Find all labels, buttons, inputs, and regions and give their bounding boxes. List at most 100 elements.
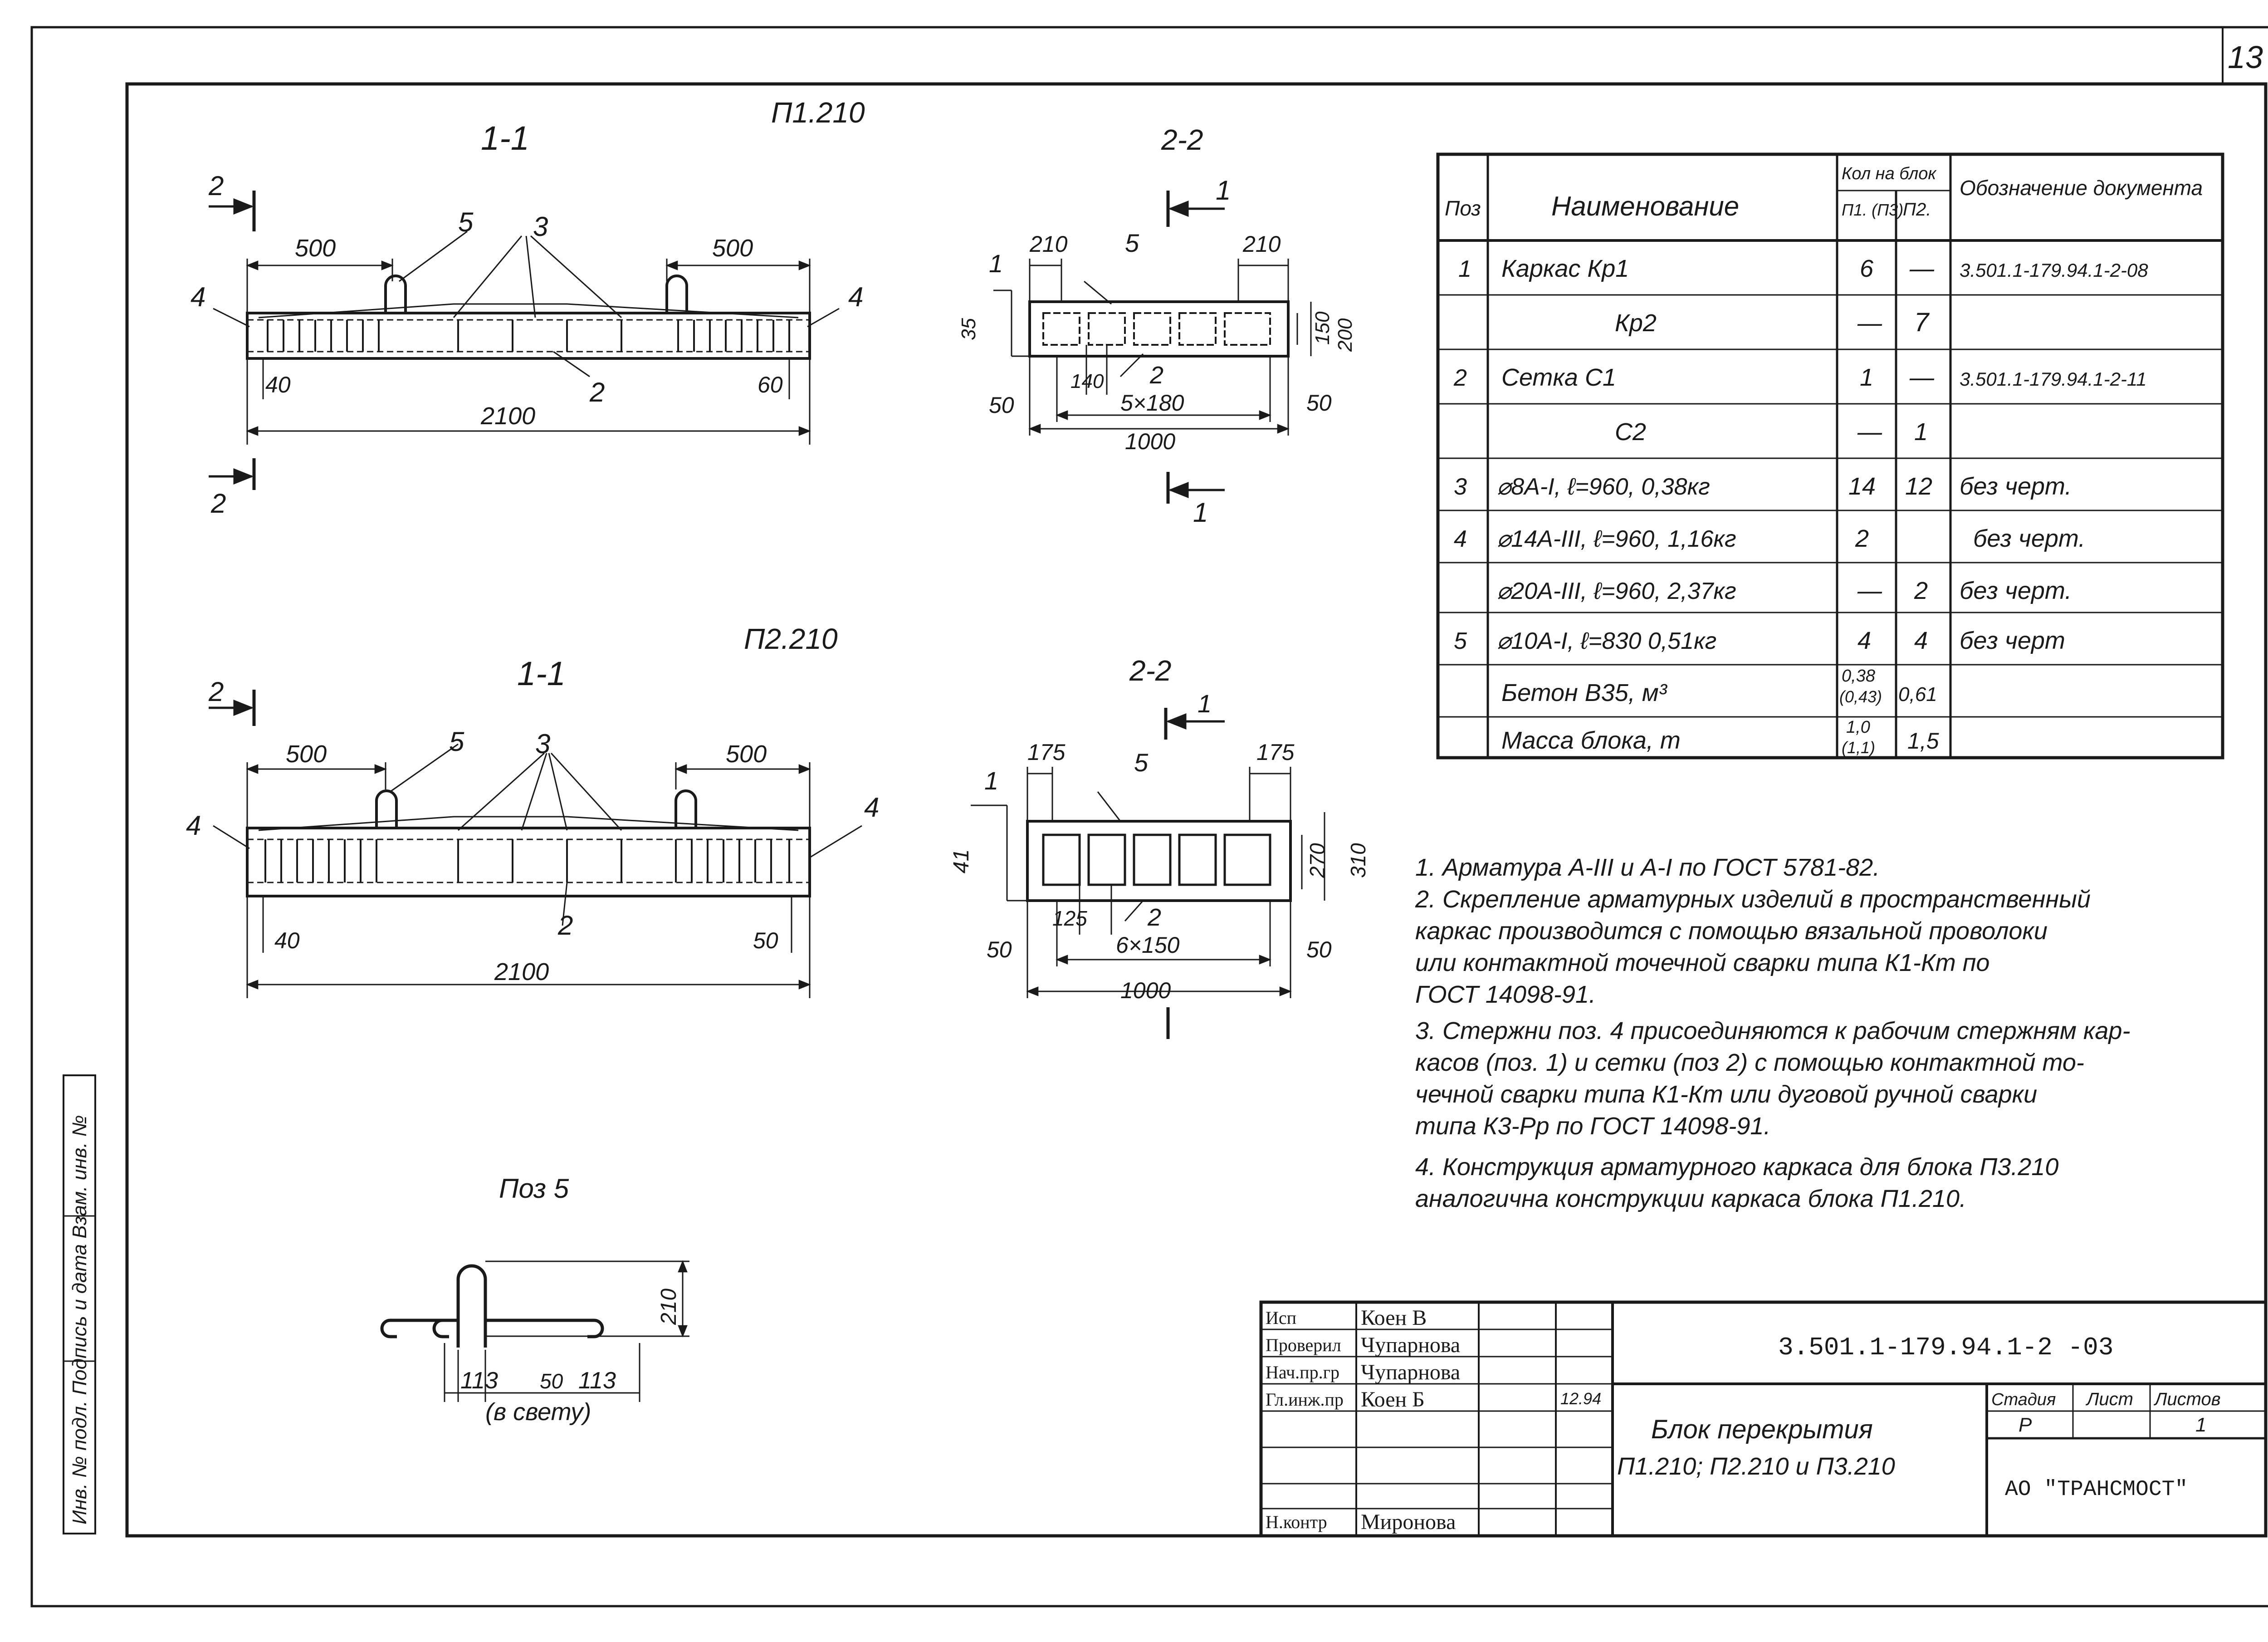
p2-section-2-2-labels: 2-2 1 175 5 175 1 41 270 310 125 2 6×150…: [949, 654, 1370, 1003]
note-line: аналогична конструкции каркаса блока П1.…: [1415, 1185, 1966, 1212]
detail-note: (в свету): [485, 1398, 591, 1426]
spec-cell-name: Каркас Кр1: [1501, 255, 1629, 282]
p2s-dim-175-right: 175: [1256, 740, 1295, 765]
detail-pos5: [380, 1260, 689, 1402]
note-line: каркас производится с помощью вязальной …: [1415, 917, 2048, 945]
p1s-dim-200: 200: [1334, 318, 1356, 352]
spec-cell-pos: 5: [1454, 628, 1467, 654]
p1-cut-mark-top: 2: [208, 171, 224, 201]
tb-name: Коен В: [1361, 1306, 1427, 1330]
p1s-dim-50-right: 50: [1306, 390, 1332, 416]
p1-dim-60: 60: [758, 372, 783, 397]
note-line: касов (поз. 1) и сетки (поз 2) с помощью…: [1415, 1049, 2084, 1076]
tb-organization: АО "ТРАНСМОСТ": [2005, 1477, 2188, 1502]
note-line: 3. Стержни поз. 4 присоединяются к рабоч…: [1415, 1017, 2130, 1044]
spec-row: 1 Каркас Кр1 6 — 3.501.1-179.94.1-2-08: [1458, 255, 2148, 282]
p2s-dim-175-left: 175: [1027, 740, 1066, 765]
p2-pos4-right: 4: [864, 792, 879, 823]
p2-pos5: 5: [449, 726, 464, 757]
tb-role: Исп: [1266, 1308, 1296, 1328]
p1s-dim-5x180: 5×180: [1120, 390, 1184, 416]
p1-pos3: 3: [533, 211, 548, 242]
note-line: 1. Арматура А-III и А-I по ГОСТ 5781-82.: [1415, 854, 1880, 881]
p2s-dim-125: 125: [1052, 907, 1087, 930]
tb-sheet-label: Лист: [2085, 1389, 2133, 1409]
p1-pos4-right: 4: [848, 282, 863, 312]
spec-row: 3 ⌀8A-I, ℓ=960, 0,38кг 14 12 без черт.: [1454, 473, 2072, 500]
spec-cell-p1: 1: [1860, 364, 1873, 391]
p2s-dim-6x150: 6×150: [1116, 932, 1180, 958]
p1-dim-2100: 2100: [480, 402, 535, 430]
spec-row: Масса блока, т 1,0 (1,1) 1,5: [1501, 718, 1939, 757]
note-line: ГОСТ 14098-91.: [1415, 981, 1596, 1008]
p1-pos5: 5: [458, 207, 474, 237]
spec-row: Бетон В35, м³ 0,38 (0,43) 0,61: [1501, 667, 1937, 706]
spec-cell-doc: 3.501.1-179.94.1-2-11: [1960, 368, 2147, 390]
p2s-pos5: 5: [1134, 748, 1149, 777]
p1-dim-500-right: 500: [712, 235, 753, 262]
p1-section-2-2: [993, 191, 1312, 504]
tb-role: Нач.пр.гр: [1266, 1362, 1339, 1382]
spec-cell-p1: 0,38: [1842, 667, 1875, 686]
spec-cell-p2: 1,5: [1907, 728, 1939, 754]
spec-cell-p2: 1: [1914, 418, 1928, 446]
spec-row: ⌀20A-III, ℓ=960, 2,37кг — 2 без черт.: [1497, 577, 2072, 604]
spec-cell-name: ⌀20A-III, ℓ=960, 2,37кг: [1497, 578, 1736, 604]
detail-pos5-labels: Поз 5 210 113 50 113 (в свету): [460, 1173, 681, 1426]
spec-cell-doc: без черт.: [1973, 525, 2085, 552]
spec-header-p1: П1. (П3): [1842, 201, 1903, 219]
p1-dim-40: 40: [265, 372, 291, 397]
p1s-dim-150: 150: [1311, 311, 1334, 345]
tb-title-line2: П1.210; П2.210 и П3.210: [1617, 1453, 1895, 1480]
p2-dim-500-right: 500: [726, 740, 767, 768]
spec-header-doc: Обозначение документа: [1960, 176, 2203, 200]
p1s-cut-top: 1: [1216, 175, 1231, 206]
spec-cell-p1: 6: [1860, 255, 1874, 282]
p1s-cut-bottom: 1: [1193, 497, 1208, 528]
sheet-frame: [30, 26, 2268, 1608]
tb-title-line1: Блок перекрытия: [1651, 1415, 1873, 1444]
p1-section-label: 1-1: [481, 119, 529, 157]
p2-cut-mark: 2: [208, 676, 224, 707]
p2s-dim-50-left: 50: [987, 937, 1012, 962]
spec-cell-doc: без черт: [1960, 627, 2065, 654]
spec-cell-name: ⌀10A-I, ℓ=830 0,51кг: [1497, 628, 1716, 654]
tb-stage: Р: [2019, 1414, 2032, 1436]
p2-dim-500-left: 500: [286, 740, 327, 768]
tb-stage-label: Стадия: [1991, 1390, 2056, 1409]
spec-cell-p1: 14: [1848, 473, 1876, 500]
detail-title: Поз 5: [499, 1173, 569, 1204]
page-number: 13: [2228, 39, 2263, 75]
spec-cell-name: ⌀14A-III, ℓ=960, 1,16кг: [1497, 526, 1736, 552]
tb-role: Н.контр: [1266, 1512, 1327, 1532]
tb-role: Проверил: [1266, 1335, 1341, 1355]
spec-header-pos: Поз: [1445, 196, 1481, 220]
spec-cell-name: Масса блока, т: [1501, 727, 1681, 754]
p2s-pos1: 1: [984, 766, 998, 795]
note-line: или контактной точечной сварки типа К1-К…: [1415, 949, 1989, 976]
spec-cell-pos: 2: [1453, 365, 1467, 391]
spec-cell-name: Кр2: [1615, 309, 1657, 337]
spec-cell-p1b: (0,43): [1839, 687, 1882, 706]
spec-cell-p2: —: [1909, 364, 1935, 391]
spec-table-grid: [1436, 152, 2224, 760]
note-line: типа К3-Рр по ГОСТ 14098-91.: [1415, 1113, 1770, 1140]
spec-table: Поз Наименование Кол на блок П1. (П3) П2…: [1445, 164, 2203, 757]
p2s-dim-50-right: 50: [1306, 937, 1332, 962]
tb-doc-code: 3.501.1-179.94.1-2 -03: [1778, 1333, 2113, 1362]
title-block: Исп Коен В Проверил Чупарнова Нач.пр.гр …: [1266, 1306, 2221, 1534]
p2-section-1-1-labels: П2.210 1-1 2 500 500 5 3 4 4 2 40 50 210…: [186, 622, 879, 985]
spec-cell-p2: 4: [1914, 627, 1928, 654]
margin-stamp: Инв. № подл. Подпись и дата Взам. инв. №: [63, 1074, 96, 1534]
spec-cell-doc: без черт.: [1960, 473, 2072, 500]
p1s-section-label: 2-2: [1161, 123, 1203, 156]
p1-title: П1.210: [771, 96, 865, 129]
spec-cell-name: Бетон В35, м³: [1501, 679, 1668, 706]
p1s-dim-210-right: 210: [1242, 231, 1281, 257]
spec-cell-p1: —: [1857, 309, 1882, 337]
p1-cut-mark-bottom: 2: [210, 488, 226, 519]
detail-dim-113-right: 113: [578, 1368, 616, 1394]
spec-cell-name: ⌀8A-I, ℓ=960, 0,38кг: [1497, 474, 1710, 500]
spec-cell-pos: 1: [1458, 256, 1471, 282]
